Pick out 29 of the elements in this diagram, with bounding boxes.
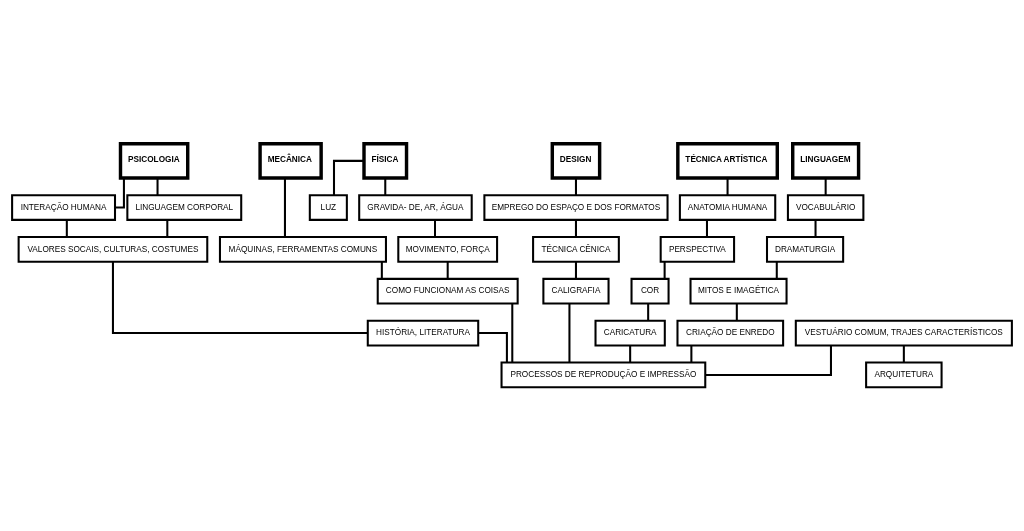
connector [574,261,577,279]
connector [433,220,437,237]
connector [446,261,449,279]
connector [663,261,666,279]
connector [824,178,827,196]
connector [156,178,159,196]
connector [111,261,368,335]
connector [814,220,817,237]
connector [574,178,577,196]
connector [332,159,364,196]
connector [568,303,571,363]
connector [775,261,778,279]
connector [574,220,577,237]
connector [629,345,632,363]
connector [647,303,650,321]
connector [65,220,68,237]
connector [511,303,514,363]
connector [283,178,286,237]
connector [690,345,693,363]
connector [166,220,169,237]
connector [705,220,708,237]
connector [478,332,508,363]
connector [705,345,832,376]
connector [902,345,905,363]
connector [384,178,387,196]
connector [115,178,125,209]
connector [380,261,383,279]
connector [735,303,738,321]
connector [726,178,729,196]
